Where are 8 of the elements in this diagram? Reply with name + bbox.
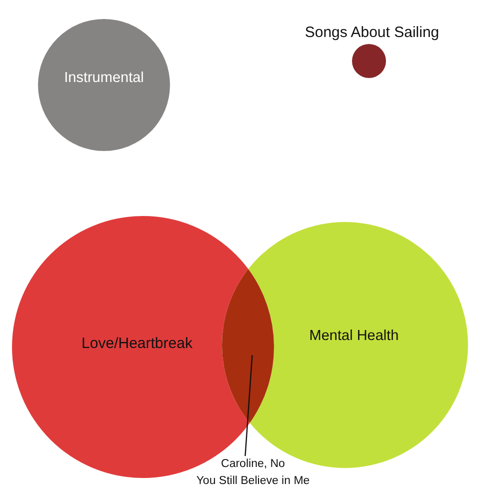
category-label: Mental Health <box>309 329 399 345</box>
song-title: You Still Believe in Me <box>196 474 310 489</box>
leader-line <box>244 355 253 456</box>
song-title: Caroline, No <box>221 457 285 472</box>
category-label: Songs About Sailing <box>304 24 440 42</box>
overlap-region <box>222 269 274 423</box>
category-label: Instrumental <box>64 71 144 87</box>
category-label: Love/Heartbreak <box>82 336 192 352</box>
